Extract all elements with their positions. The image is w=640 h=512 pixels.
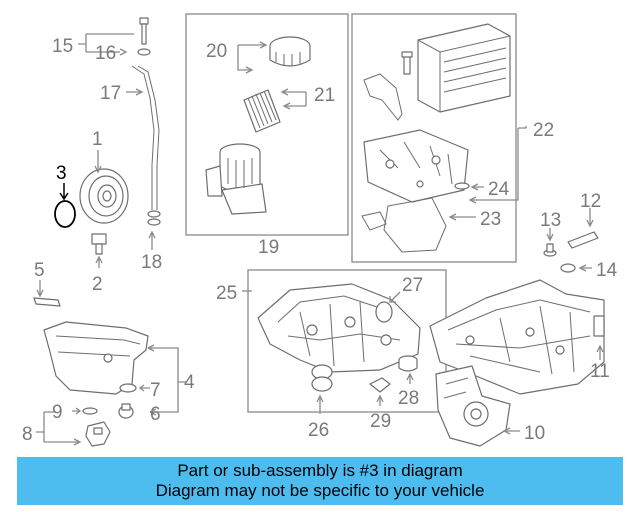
part-oil-cooler-22	[363, 23, 511, 121]
callout-20: 20	[206, 41, 227, 62]
part-flange-28	[398, 355, 418, 372]
banner-line-2: Diagram may not be specific to your vehi…	[155, 481, 485, 500]
callout-5: 5	[34, 260, 45, 281]
callout-11: 11	[590, 361, 610, 382]
callout-7: 7	[150, 380, 161, 401]
callout-27: 27	[402, 275, 423, 296]
callout-19: 19	[258, 237, 279, 258]
part-oring-24	[454, 182, 470, 190]
part-cooler-housing	[363, 129, 469, 203]
callout-24: 24	[488, 179, 510, 200]
part-pulley-1	[79, 168, 129, 224]
part-bolt-15	[139, 17, 149, 45]
part-filter-cap-20	[269, 36, 311, 67]
info-banner: Part or sub-assembly is #3 in diagram Di…	[17, 457, 623, 505]
callout-18: 18	[141, 252, 162, 273]
callout-22: 22	[533, 120, 554, 141]
part-seal-29	[369, 377, 391, 393]
callout-29: 29	[370, 411, 391, 432]
callout-16: 16	[95, 43, 116, 64]
part-oil-filter-21	[243, 89, 281, 133]
part-seal-9	[82, 407, 98, 415]
callout-8: 8	[22, 424, 33, 445]
part-plug-13	[543, 243, 557, 257]
callout-23: 23	[480, 209, 501, 230]
callout-15: 15	[52, 36, 73, 57]
callout-25: 25	[216, 283, 237, 304]
callout-4: 4	[184, 372, 195, 393]
cooler-group-box	[351, 13, 517, 263]
callout-12: 12	[580, 191, 601, 212]
callout-10: 10	[524, 423, 545, 444]
part-oil-level-sensor-8	[85, 421, 111, 447]
callout-3: 3	[56, 163, 67, 184]
callout-13: 13	[540, 210, 561, 231]
callout-14: 14	[596, 260, 618, 281]
callout-9: 9	[52, 402, 63, 423]
part-oring-18	[147, 210, 161, 218]
part-sensor-12	[567, 231, 599, 249]
callout-2: 2	[92, 274, 103, 295]
part-bolt-2	[91, 233, 107, 255]
banner-line-1: Part or sub-assembly is #3 in diagram	[177, 461, 463, 480]
part-oring-14	[560, 263, 576, 273]
part-gasket-7	[119, 383, 137, 393]
part-oil-pump-10	[435, 365, 511, 447]
callout-6: 6	[150, 404, 161, 425]
filter-group-box	[185, 13, 349, 236]
part-bracket-5	[33, 297, 61, 307]
part-cooler-gasket-23	[361, 197, 447, 253]
exploded-parts-diagram: 15 16 17 18 1 2 3 5 4 7 6	[22, 13, 618, 447]
callout-17: 17	[100, 83, 121, 104]
callout-21: 21	[314, 85, 335, 106]
part-drain-plug-6	[118, 403, 134, 419]
part-filter-housing-19	[205, 143, 267, 215]
part-oil-pan-4	[43, 321, 149, 395]
callout-1: 1	[92, 129, 103, 150]
part-oring-3	[54, 200, 76, 228]
part-gasket-26	[311, 364, 333, 392]
callout-28: 28	[398, 388, 419, 409]
part-washer-16	[137, 48, 151, 56]
callout-26: 26	[308, 420, 329, 441]
part-dipstick-tube-17	[131, 65, 155, 210]
part-gasket-27	[375, 301, 393, 323]
